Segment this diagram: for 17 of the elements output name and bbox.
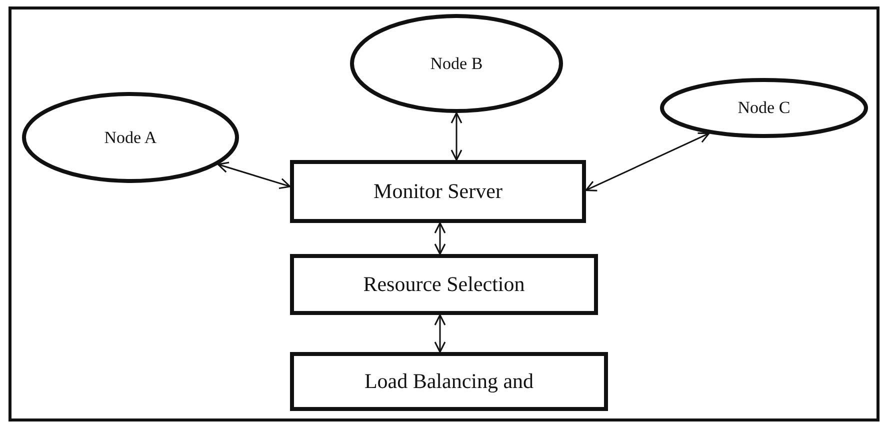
node-ellipse	[350, 14, 563, 113]
node-label: Monitor Server	[374, 179, 502, 204]
node-label: Node A	[104, 128, 157, 148]
double-arrow	[434, 222, 446, 255]
node-label: Node B	[430, 54, 483, 74]
node-label: Node C	[738, 98, 790, 118]
node-label: Load Balancing and	[364, 369, 534, 394]
process-box	[290, 254, 598, 315]
double-arrow	[217, 162, 291, 190]
node-ellipse	[22, 92, 239, 183]
double-arrow	[450, 112, 462, 161]
double-arrow	[434, 314, 446, 353]
process-box	[290, 160, 586, 223]
node-label: Resource Selection	[363, 272, 525, 297]
node-ellipse	[660, 78, 868, 138]
double-arrow	[585, 132, 710, 192]
process-box	[290, 352, 608, 411]
